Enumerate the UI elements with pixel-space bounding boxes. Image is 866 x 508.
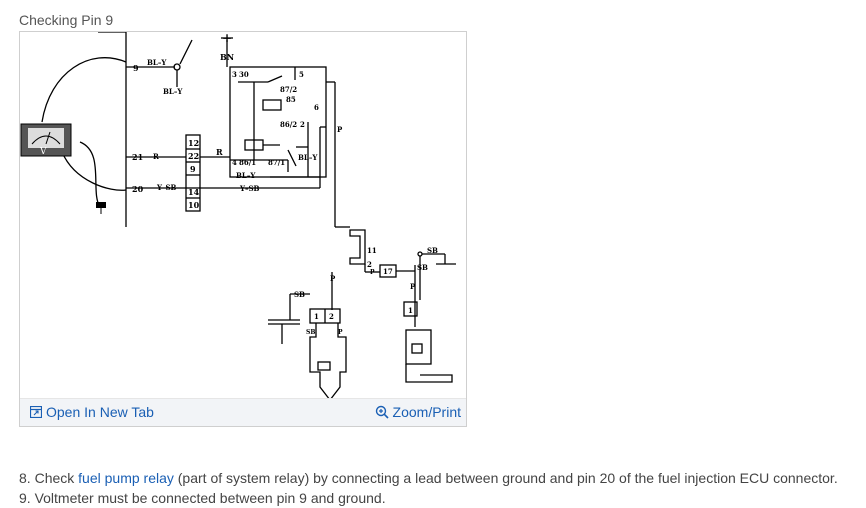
step-8-text-after: (part of system relay) by connecting a l… xyxy=(173,470,838,486)
ysb-left-label: Y–SB xyxy=(156,183,177,192)
t4-label: 4 xyxy=(232,158,237,167)
box1-label: 1 xyxy=(314,312,319,321)
box1b-label: 1 xyxy=(408,306,413,315)
conn14-label: 14 xyxy=(188,187,200,197)
bly-bottom-label: BL–Y xyxy=(236,171,256,180)
conn10-label: 10 xyxy=(188,200,200,210)
ysb-bottom-label: Y–SB xyxy=(239,184,260,193)
instruction-steps: 8. Check fuel pump relay (part of system… xyxy=(19,468,838,508)
pin21-label: 21 xyxy=(132,152,143,162)
zoom-print-link[interactable]: Zoom/Print xyxy=(375,404,461,420)
zoom-print-label: Zoom/Print xyxy=(392,404,461,420)
svg-text:V: V xyxy=(39,147,47,157)
t6-label: 6 xyxy=(314,103,319,112)
conn22-label: 22 xyxy=(188,151,199,161)
voltmeter-icon: V xyxy=(20,123,72,157)
t3-label: 3 xyxy=(232,70,237,79)
sb-right-label: SB xyxy=(427,246,438,255)
t861-label: 86/1 xyxy=(239,158,256,167)
sb-mid-label: SB xyxy=(294,290,305,299)
open-in-new-tab-link[interactable]: Open In New Tab xyxy=(30,404,154,420)
sb-right2-label: SB xyxy=(417,263,428,272)
conn12-label: 12 xyxy=(188,138,199,148)
bly-top-label: BL–Y xyxy=(147,58,167,67)
step-8-text-before: Check xyxy=(34,470,79,486)
fuel-pump-relay-link[interactable]: fuel pump relay xyxy=(78,470,174,486)
t2b-label: 2 xyxy=(367,260,372,269)
figure-toolbar: Open In New Tab Zoom/Print xyxy=(20,398,466,426)
p-right2-label: P xyxy=(410,282,416,291)
r-left-label: R xyxy=(153,152,159,161)
t871-label: 87/1 xyxy=(268,158,285,167)
t85-label: 85 xyxy=(286,95,296,104)
ground-clip-icon xyxy=(96,202,106,214)
open-tab-icon xyxy=(30,406,42,418)
t2-label: 2 xyxy=(300,120,305,129)
r-mid-label: R xyxy=(216,147,223,157)
wiring-diagram: V + BN 9 21 20 BL–Y BL–Y R Y–SB 12 22 9 … xyxy=(20,32,456,400)
bly-right-label: BL–Y xyxy=(298,153,318,162)
pin9-label: 9 xyxy=(133,63,139,73)
t862-label: 86/2 xyxy=(280,120,297,129)
bn-label: BN xyxy=(220,52,234,62)
conn9-label: 9 xyxy=(190,164,196,174)
p-low-label: P xyxy=(338,329,343,336)
p-mid-label: P xyxy=(330,274,336,283)
t17-label: 17 xyxy=(383,267,393,276)
step-8: 8. Check fuel pump relay (part of system… xyxy=(19,468,838,488)
sb-low-label: SB xyxy=(306,329,315,336)
pin20-label: 20 xyxy=(132,184,144,194)
t872-label: 87/2 xyxy=(280,85,297,94)
zoom-icon xyxy=(375,405,389,419)
page-title: Checking Pin 9 xyxy=(19,12,114,28)
t5-label: 5 xyxy=(299,70,304,79)
step-9: 9. Voltmeter must be connected between p… xyxy=(19,488,838,508)
p-small-label: P xyxy=(370,269,375,276)
diagram-figure: V + BN 9 21 20 BL–Y BL–Y R Y–SB 12 22 9 … xyxy=(19,31,467,427)
t30-label: 30 xyxy=(239,70,249,79)
box2-label: 2 xyxy=(329,312,334,321)
step-8-number: 8. xyxy=(19,470,31,486)
t11-label: 11 xyxy=(367,246,377,255)
bly-side-label: BL–Y xyxy=(163,87,183,96)
step-9-text: Voltmeter must be connected between pin … xyxy=(34,490,386,506)
open-in-new-tab-label: Open In New Tab xyxy=(46,404,154,420)
plus-label: + xyxy=(222,32,232,45)
p-right-label: P xyxy=(337,125,343,134)
step-9-number: 9. xyxy=(19,490,31,506)
